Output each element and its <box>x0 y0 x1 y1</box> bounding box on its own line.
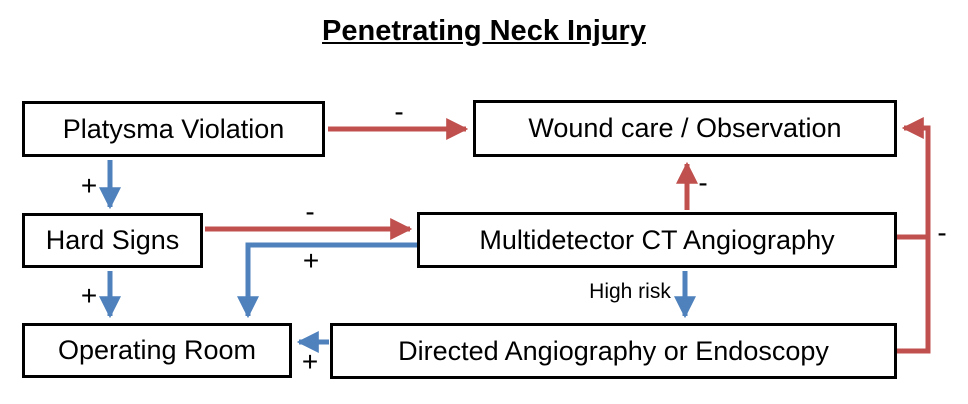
edge-label-platysma-negative: - <box>394 96 404 127</box>
node-wound-care-observation-label: Wound care / Observation <box>528 113 842 143</box>
node-hard-signs: Hard Signs <box>22 213 203 268</box>
node-hard-signs-label: Hard Signs <box>45 225 180 255</box>
node-operating-room-label: Operating Room <box>57 335 257 365</box>
node-multidetector-ct-angiography: Multidetector CT Angiography <box>417 212 897 268</box>
node-directed-angiography-endoscopy: Directed Angiography or Endoscopy <box>330 323 897 379</box>
node-platysma-violation: Platysma Violation <box>22 101 325 157</box>
edge-label-feedback-negative: - <box>937 217 947 248</box>
edge-label-hard-signs-negative: - <box>305 196 315 227</box>
node-directed-angiography-endoscopy-label: Directed Angiography or Endoscopy <box>398 335 829 366</box>
node-multidetector-ct-angiography-label: Multidetector CT Angiography <box>479 224 835 255</box>
edge-label-ct-negative: - <box>698 167 708 198</box>
page-title: Penetrating Neck Injury <box>322 15 646 47</box>
edge-label-high-risk: High risk <box>589 280 671 303</box>
node-operating-room: Operating Room <box>22 323 292 378</box>
edge-label-platysma-positive: + <box>80 170 98 201</box>
edge-label-ct-positive: + <box>302 245 320 276</box>
edge-label-directed-positive: + <box>301 346 319 377</box>
node-wound-care-observation: Wound care / Observation <box>473 100 897 157</box>
edge-label-hard-signs-positive: + <box>80 280 98 311</box>
node-platysma-violation-label: Platysma Violation <box>62 113 285 144</box>
arrow-ct-angiography-to-operating-room <box>237 242 417 319</box>
